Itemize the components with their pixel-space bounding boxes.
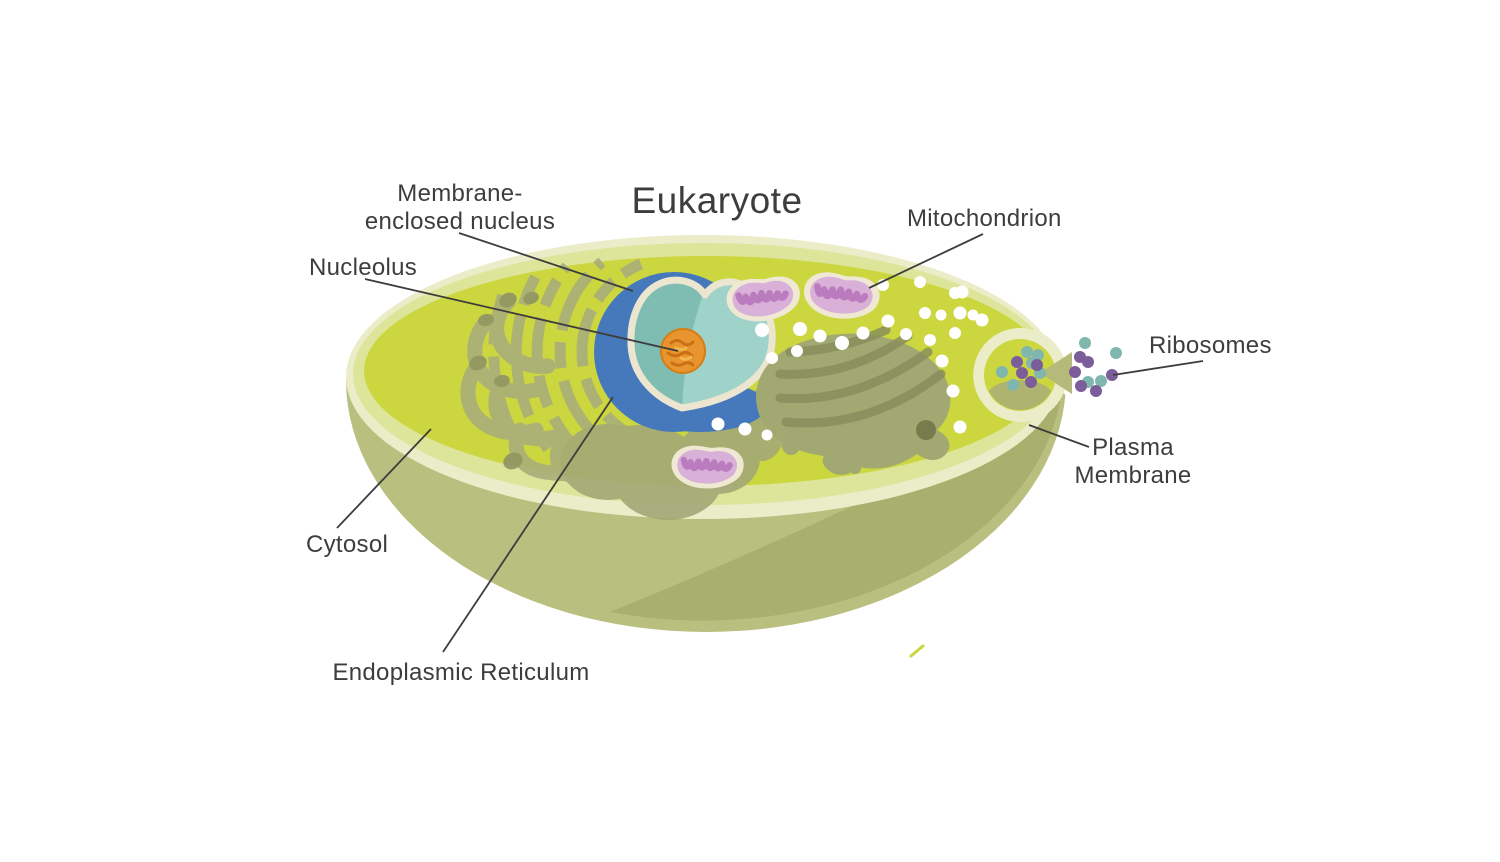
vesicle-dot [856,326,870,340]
ribosome-dot [1082,356,1094,368]
er-tubule [467,314,543,399]
ribosome-dot [1106,369,1118,381]
nucleolus-texture [679,355,693,361]
ribosome-dot [1016,367,1028,379]
golgi-vesicle [849,462,861,474]
ribosome-dot [1095,375,1107,387]
pointer-line-ribosomes [1112,360,1204,376]
nucleolus-texture [674,346,688,351]
label-nucleolus: Nucleolus [309,254,417,281]
nucleolus-texture [666,350,694,358]
vesicle-dot [949,327,961,339]
notch-tongue [1040,352,1072,394]
vesicle-dot [967,309,979,321]
vesicle-dot [914,276,926,288]
stray-mark [909,644,925,658]
golgi-apparatus [756,325,951,475]
vesicle-dot [881,314,895,328]
plasma-membrane-notch [973,328,1072,422]
ribosome-dot [996,366,1008,378]
pointer-line-cytosol [336,428,432,529]
vesicle-dot [924,334,936,346]
golgi-cisterna-ridge [781,369,946,428]
er-tubule-opening [494,374,510,388]
ribosome-dot [1007,379,1019,391]
label-plasma-membrane-line1: Plasma [1092,434,1174,461]
label-membrane-nucleus-line1: Membrane- [397,180,522,207]
ribosome-dot [1075,380,1087,392]
vesicle-dot [949,287,961,299]
ribosome-dot [1110,347,1122,359]
vesicle-dot [835,336,849,350]
ribosome-dot [1025,376,1037,388]
vesicle-dot [935,309,947,321]
ribosomes-inside [996,346,1046,391]
golgi-vesicle [916,420,936,440]
pointer-line-membrane-nucleus [458,232,634,292]
ribosome-dot [1079,337,1091,349]
golgi-vesicle [782,437,800,455]
er-tubule [488,375,570,447]
vesicle-dot [935,354,949,368]
golgi-cisterna-ridge [775,347,933,404]
label-endoplasmic-reticulum: Endoplasmic Reticulum [332,659,589,686]
nucleus [594,272,776,432]
ribosome-dot [1011,356,1023,368]
vesicle-dot [755,323,769,337]
er-tubule-opening [503,452,523,470]
vesicle-dot [975,313,989,327]
pointer-line-nucleolus [364,278,679,352]
label-plasma-membrane-line2: Membrane [1074,462,1191,489]
pointer-line-plasma-membrane [1028,424,1090,448]
ribosome-dot [1031,359,1043,371]
vesicle-dot [919,307,931,319]
pointer-line-mitochondrion [868,233,984,289]
vesicle-dots [711,276,989,441]
diagram-title: Eukaryote [631,180,802,221]
cell-lower-bowl-shade [610,388,1062,621]
vesicle-dot [953,420,967,434]
er-tubule-opening [478,313,494,327]
ribosomes-outside [1069,337,1122,397]
pointer-line-er [442,396,614,653]
label-mitochondrion: Mitochondrion [907,205,1062,232]
er-maze-arc [554,257,625,460]
ribosome-dot [1021,346,1033,358]
golgi-vesicle [934,387,948,401]
golgi-cisterna-ridge [775,331,913,379]
vesicle-dot [900,328,912,340]
er-tubule-opening [469,355,487,371]
er-cisterna [585,425,695,485]
label-membrane-nucleus-line2: enclosed nucleus [365,208,555,235]
vesicle-dot [711,417,725,431]
ribosome-dot [1069,366,1081,378]
er-tubule-opening [523,291,539,305]
vesicle-dot [791,345,803,357]
label-ribosomes: Ribosomes [1149,332,1272,359]
nucleolus-texture [670,361,695,367]
er-tubule [489,294,556,374]
nucleolus-texture [669,339,695,347]
notch-membrane-ring [973,328,1065,422]
ribosome-dot [1090,385,1102,397]
vesicle-dot [946,384,960,398]
vesicle-dot [761,429,773,441]
vesicle-dot [953,306,967,320]
vesicle-dot [813,329,827,343]
label-cytosol: Cytosol [306,531,388,558]
vesicle-dot [793,322,807,336]
vesicle-dot [738,422,752,436]
er-tubule-opening [499,292,517,308]
nucleolus [660,328,706,374]
vesicle-dot [766,352,778,364]
